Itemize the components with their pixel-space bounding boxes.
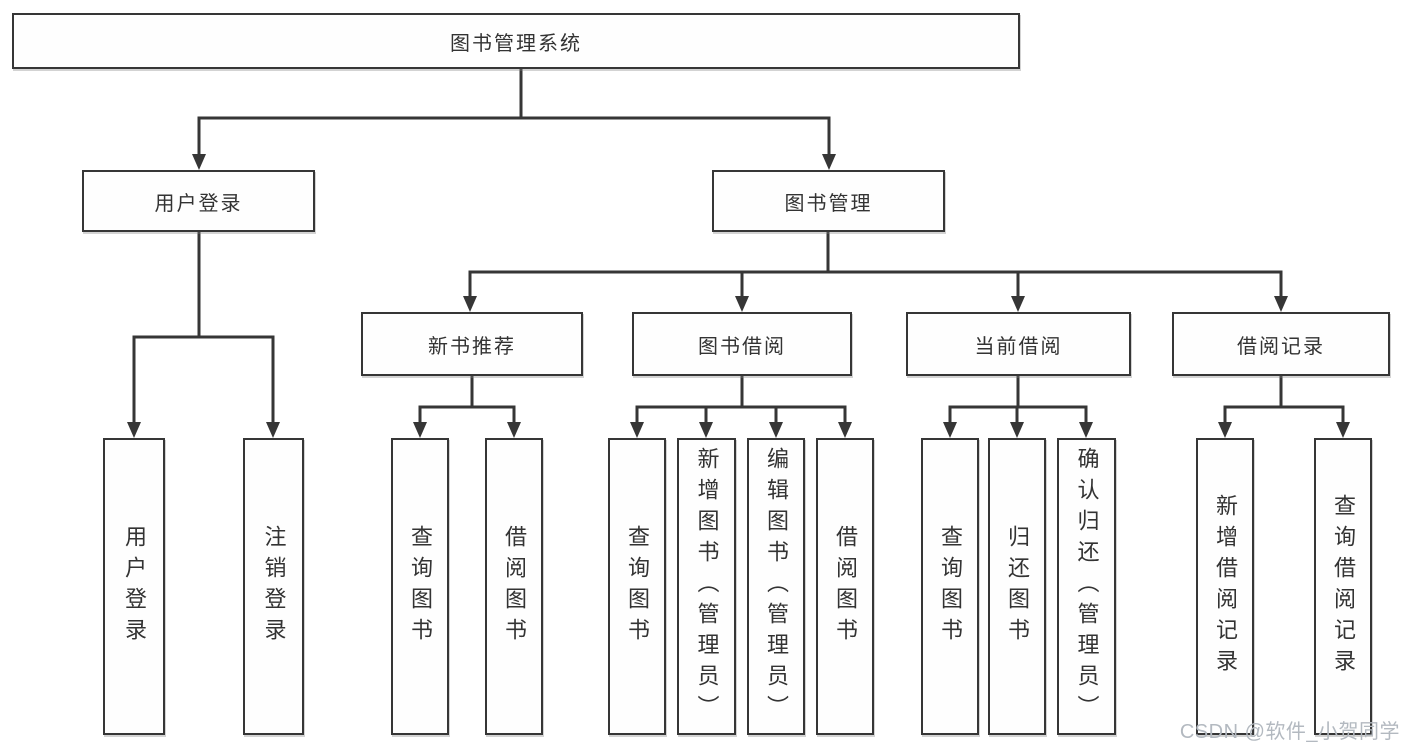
node-label: 新增图书（管理员）: [694, 447, 720, 726]
node-label: 新增借阅记录: [1213, 493, 1238, 680]
leaf-query-books-recommend: 查询图书: [391, 438, 449, 735]
leaf-borrow-books: 借阅图书: [816, 438, 874, 735]
node-label: 查询图书: [625, 524, 650, 649]
node-label: 确认归还（管理员）: [1074, 447, 1100, 726]
node-new-book-recommendation: 新书推荐: [361, 312, 583, 376]
node-label: 借阅记录: [1237, 335, 1325, 358]
node-borrowing-records: 借阅记录: [1172, 312, 1390, 376]
node-label: 查询借阅记录: [1331, 493, 1356, 680]
node-current-borrowing: 当前借阅: [906, 312, 1131, 376]
node-library-management-system: 图书管理系统: [12, 13, 1020, 69]
node-label: 借阅图书: [502, 524, 527, 649]
node-book-borrowing: 图书借阅: [632, 312, 852, 376]
leaf-add-book-admin: 新增图书（管理员）: [677, 438, 736, 735]
leaf-confirm-return-admin: 确认归还（管理员）: [1057, 438, 1116, 735]
leaf-query-books-borrowing: 查询图书: [608, 438, 666, 735]
node-label: 注销登录: [261, 524, 287, 649]
node-label: 编辑图书（管理员）: [764, 447, 789, 726]
leaf-edit-book-admin: 编辑图书（管理员）: [747, 438, 805, 735]
node-label: 归还图书: [1005, 524, 1030, 649]
arrowheads: [127, 154, 1350, 438]
node-book-management: 图书管理: [712, 170, 945, 232]
leaf-user-login: 用户登录: [103, 438, 165, 735]
node-label: 借阅图书: [833, 524, 858, 649]
leaf-query-borrow-record: 查询借阅记录: [1314, 438, 1372, 735]
node-label: 查询图书: [408, 524, 433, 649]
leaf-borrow-books-recommend: 借阅图书: [485, 438, 543, 735]
node-label: 用户登录: [154, 192, 243, 215]
node-label: 当前借阅: [974, 335, 1063, 358]
leaf-query-books-current: 查询图书: [921, 438, 979, 735]
node-label: 图书借阅: [698, 335, 786, 358]
node-label: 新书推荐: [428, 335, 516, 358]
node-label: 用户登录: [122, 524, 147, 649]
node-label: 查询图书: [938, 524, 963, 649]
leaf-return-book: 归还图书: [988, 438, 1046, 735]
leaf-add-borrow-record: 新增借阅记录: [1196, 438, 1254, 735]
leaf-logout: 注销登录: [243, 438, 304, 735]
node-label: 图书管理系统: [450, 32, 582, 55]
watermark: CSDN @软件_小贺同学: [1179, 721, 1400, 743]
node-user-login: 用户登录: [82, 170, 315, 232]
node-label: 图书管理: [784, 192, 873, 215]
